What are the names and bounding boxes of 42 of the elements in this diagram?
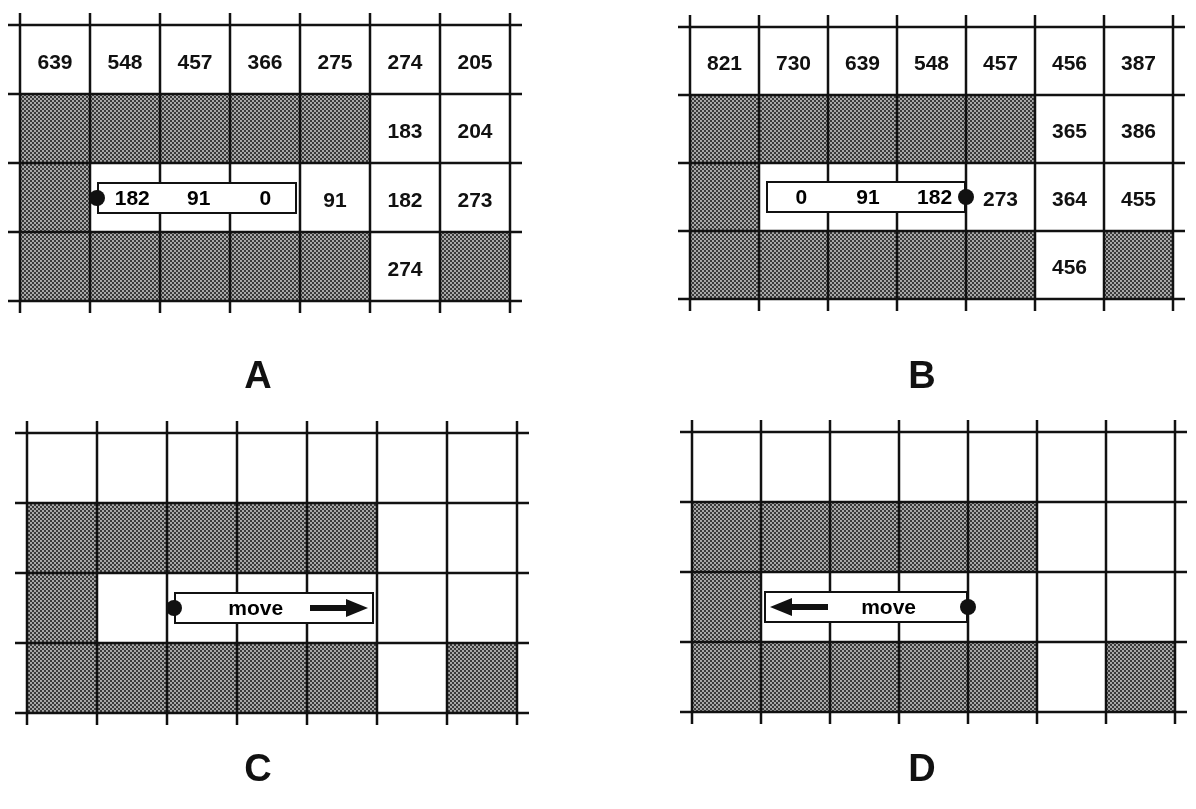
cell-value: 275 <box>317 49 353 74</box>
cell-value: 0 <box>795 185 808 209</box>
panel-letter: A <box>244 353 272 397</box>
cell-value: 730 <box>776 51 811 75</box>
cell-value: 91 <box>856 185 880 209</box>
robot-bar <box>765 181 966 213</box>
cell-value: 639 <box>845 51 880 75</box>
cell-value: 365 <box>1052 119 1087 143</box>
bar-label: move <box>861 595 916 619</box>
panel-letter: D <box>908 746 936 790</box>
cell-value: 457 <box>177 49 213 74</box>
cell-value: 386 <box>1121 119 1156 143</box>
cell-value: 274 <box>387 256 423 281</box>
cell-value: 548 <box>914 51 949 75</box>
cell-value: 366 <box>247 49 283 74</box>
cell-value: 91 <box>187 185 211 210</box>
robot-bar <box>97 181 297 214</box>
cell-value: 456 <box>1052 51 1087 75</box>
cell-value: 821 <box>707 51 742 75</box>
cell-value: 183 <box>387 118 423 143</box>
cell-value: 182 <box>387 187 423 212</box>
cell-value: 182 <box>917 185 953 209</box>
cell-value: 0 <box>259 185 272 210</box>
panel-letter: C <box>244 746 272 790</box>
panel-letter: B <box>908 353 936 397</box>
cell-value: 182 <box>114 185 150 210</box>
cell-value: 91 <box>323 187 347 212</box>
cell-value: 387 <box>1121 51 1156 75</box>
cell-value: 639 <box>37 49 73 74</box>
cell-value: 204 <box>457 118 493 143</box>
robot-bar <box>174 592 374 624</box>
cell-value: 455 <box>1121 187 1156 211</box>
cell-value: 205 <box>457 49 493 74</box>
cell-value: 457 <box>983 51 1018 75</box>
cell-value: 273 <box>983 187 1018 211</box>
cell-value: 274 <box>387 49 423 74</box>
cell-value: 548 <box>107 49 143 74</box>
cell-value: 456 <box>1052 255 1087 279</box>
robot-bar <box>764 591 968 623</box>
cell-value: 364 <box>1052 187 1087 211</box>
bar-label: move <box>228 596 284 620</box>
cell-value: 273 <box>457 187 493 212</box>
